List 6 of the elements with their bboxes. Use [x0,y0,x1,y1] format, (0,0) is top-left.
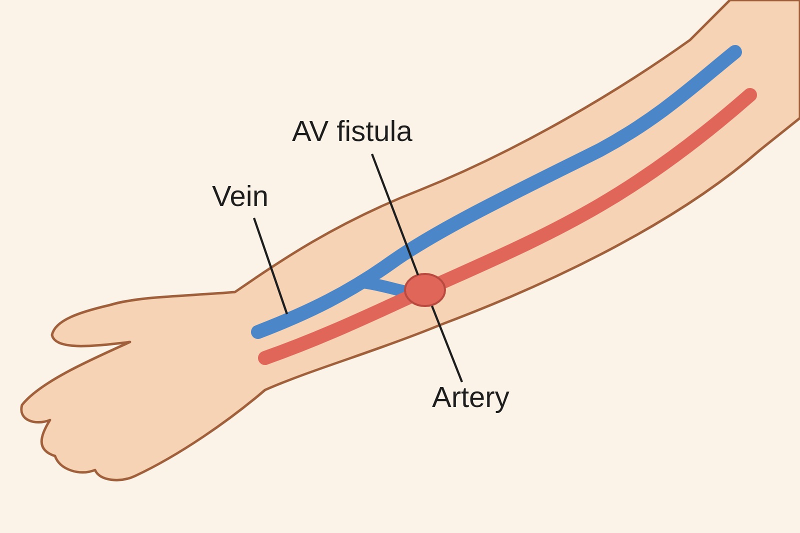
part-label: Vein [212,182,268,214]
leader-line [252,218,288,314]
leader-line [370,154,420,276]
part-label: AV fistula [292,117,412,149]
leader-line [430,306,464,382]
part-label: Artery [432,383,510,415]
